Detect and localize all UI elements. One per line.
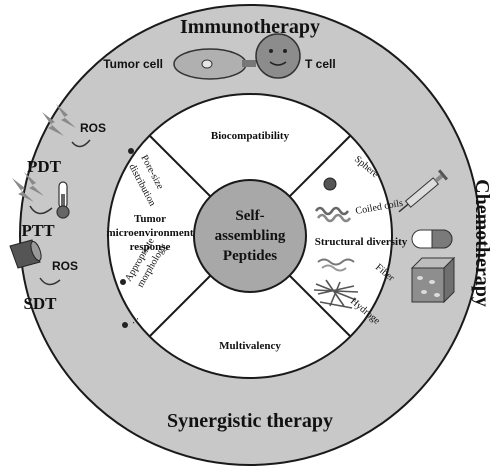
- lightning-icon: [12, 172, 44, 202]
- quadrant-biocompatibility: Biocompatibility: [211, 130, 290, 142]
- curved-arrow-icon: [29, 205, 53, 215]
- curved-arrow-icon: [71, 139, 91, 148]
- ros-label-sdt: ROS: [52, 259, 78, 273]
- lightning-icon: [42, 104, 76, 136]
- arrow-connector-icon: [242, 60, 256, 67]
- speaker-icon: [9, 239, 42, 269]
- tumor-cell-icon: [173, 48, 247, 80]
- center-label-line2: assembling: [215, 228, 286, 244]
- hydrogel-mesh-icon: [313, 279, 359, 309]
- center-label-line3: Peptides: [223, 248, 277, 264]
- thermometer-icon: [56, 181, 70, 219]
- tumor-microenv-line2: microenvironment: [107, 227, 194, 239]
- bullet-dot-icon: [120, 279, 126, 285]
- t-cell-icon: [255, 33, 301, 79]
- sphere-icon: [323, 177, 337, 191]
- center-label-line1: Self-: [235, 208, 264, 224]
- sdt-label: SDT: [23, 294, 57, 313]
- bullet-dot-icon: [122, 322, 128, 328]
- title-synergistic-therapy: Synergistic therapy: [167, 410, 333, 432]
- coiled-coils-icon: [314, 206, 352, 223]
- center-circle: [193, 179, 307, 293]
- curved-arrow-icon: [39, 277, 61, 286]
- structural-diversity-label: Structural diversity: [315, 236, 408, 248]
- tumor-microenv-line3: response: [130, 241, 171, 253]
- syringe-icon: [398, 169, 449, 213]
- capsule-icon: [411, 229, 453, 249]
- hydrogel-cube-icon: [410, 256, 456, 304]
- fiber-icon: [317, 258, 355, 272]
- quadrant-multivalency: Multivalency: [219, 340, 281, 352]
- title-chemotherapy: Chemotherapy: [471, 179, 493, 307]
- tumor-cell-label: Tumor cell: [103, 57, 163, 71]
- title-immunotherapy: Immunotherapy: [180, 16, 320, 38]
- tumor-microenv-line1: Tumor: [134, 213, 166, 225]
- ptt-label: PTT: [21, 221, 55, 240]
- t-cell-label: T cell: [305, 57, 336, 71]
- pdt-label: PDT: [27, 157, 62, 176]
- bullet-dot-icon: [128, 148, 134, 154]
- ros-label-pdt: ROS: [80, 121, 106, 135]
